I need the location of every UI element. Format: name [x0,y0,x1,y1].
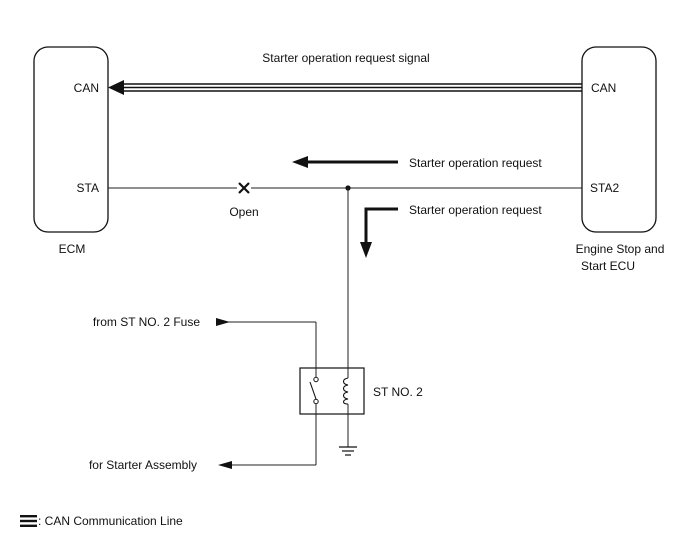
ecm-pin-sta: STA [77,181,99,195]
legend-can-icon [20,515,37,527]
from-fuse-label: from ST NO. 2 Fuse [93,315,200,329]
request-down-label: Starter operation request [409,203,542,217]
request-down-arrow [360,207,398,258]
ecm-pin-can: CAN [74,81,99,95]
relay-st-no2 [299,367,365,415]
relay-switch-icon [309,376,319,405]
can-arrow-head [108,80,124,95]
ground-icon [339,446,357,456]
request-left-arrow [292,156,398,168]
relay-box [299,367,365,415]
can-communication-line [108,80,582,95]
starter-arrow-icon [218,461,232,469]
legend-label: : CAN Communication Line [38,514,183,528]
ecm-label: ECM [59,242,86,256]
can-signal-label: Starter operation request signal [262,51,429,65]
fuse-arrow-icon [216,318,230,326]
for-starter-label: for Starter Assembly [89,458,197,472]
ecu-pin-sta2: STA2 [590,181,619,195]
ecu-label-line2: Start ECU [581,259,635,273]
ecu-pin-can: CAN [591,81,616,95]
ecu-label-line1: Engine Stop and [576,242,665,256]
open-label: Open [229,205,258,219]
ecu-box [581,46,657,233]
relay-coil-icon [342,377,349,405]
open-circuit-marker [238,182,250,194]
ecm-box [33,46,109,233]
request-left-label: Starter operation request [409,156,542,170]
relay-label: ST NO. 2 [373,385,423,399]
